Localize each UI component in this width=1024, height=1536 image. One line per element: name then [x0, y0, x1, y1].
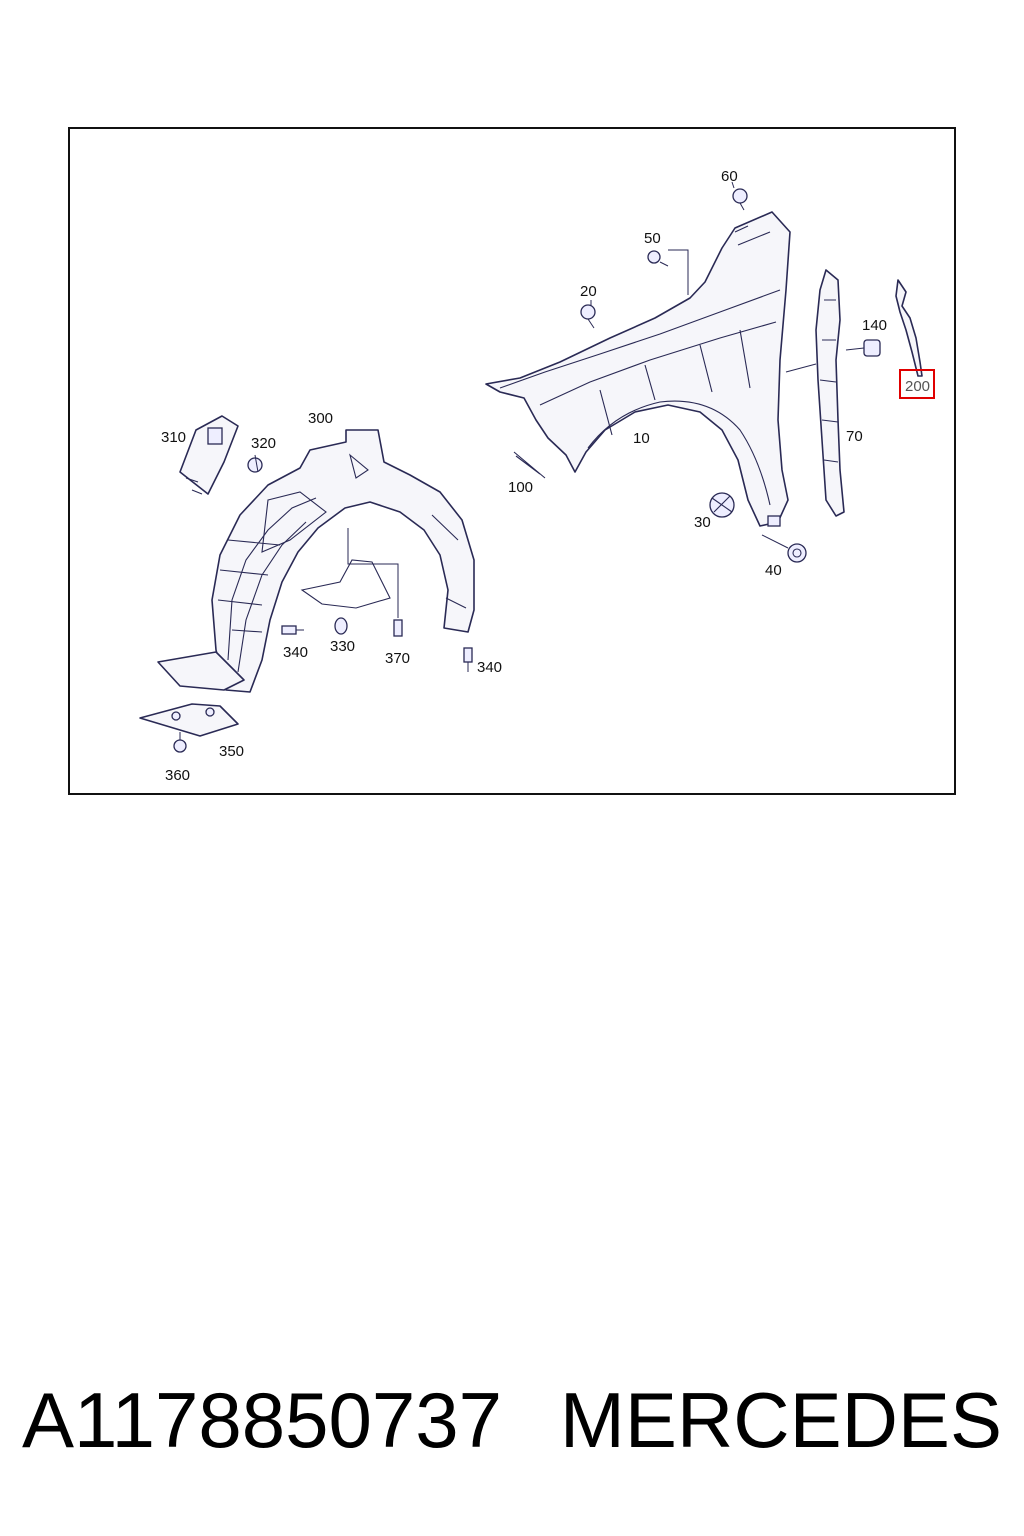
callout-320: 320: [251, 435, 276, 452]
bolt-part-60[interactable]: [731, 181, 748, 211]
callout-30: 30: [694, 514, 711, 531]
callout-200: 200: [905, 378, 930, 395]
screw-part-340-right[interactable]: [463, 647, 473, 672]
screw-part-340-left[interactable]: [281, 625, 304, 635]
callout-140: 140: [862, 317, 887, 334]
callout-70: 70: [846, 428, 863, 445]
seal-part-200[interactable]: [895, 279, 923, 377]
callout-370: 370: [385, 650, 410, 667]
part-number: A1178850737: [22, 1376, 503, 1464]
clip-part-320[interactable]: [247, 454, 263, 473]
callout-100: 100: [508, 479, 533, 496]
callout-350: 350: [219, 743, 244, 760]
nut-part-330[interactable]: [334, 617, 348, 635]
footer: A1178850737 MERCEDES: [0, 1370, 1024, 1470]
bolt-part-50[interactable]: [647, 249, 689, 295]
bracket-part-310[interactable]: [179, 415, 239, 495]
callout-300: 300: [308, 410, 333, 427]
callout-330: 330: [330, 638, 355, 655]
callout-20: 20: [580, 283, 597, 300]
callout-340-right: 340: [477, 659, 502, 676]
clip-part-30[interactable]: [709, 492, 735, 518]
nut-part-40[interactable]: [761, 534, 807, 563]
clip-part-370[interactable]: [347, 528, 403, 637]
callout-340-left: 340: [283, 644, 308, 661]
callout-10: 10: [633, 430, 650, 447]
highlight-box: [899, 369, 935, 399]
bolt-part-20[interactable]: [580, 300, 596, 329]
callout-360: 360: [165, 767, 190, 784]
callout-310: 310: [161, 429, 186, 446]
brand-name: MERCEDES: [559, 1376, 1002, 1464]
callout-50: 50: [644, 230, 661, 247]
fender-part-10[interactable]: [485, 211, 791, 527]
tool-part-100[interactable]: [513, 451, 546, 479]
bracket-part-70[interactable]: [785, 269, 845, 517]
callout-60: 60: [721, 168, 738, 185]
diagram-frame: [68, 127, 956, 795]
cover-part-350[interactable]: [139, 651, 245, 737]
screw-part-360[interactable]: [173, 732, 187, 753]
callout-40: 40: [765, 562, 782, 579]
screw-part-140[interactable]: [845, 339, 881, 357]
wheel-liner-part-300[interactable]: [211, 429, 475, 693]
